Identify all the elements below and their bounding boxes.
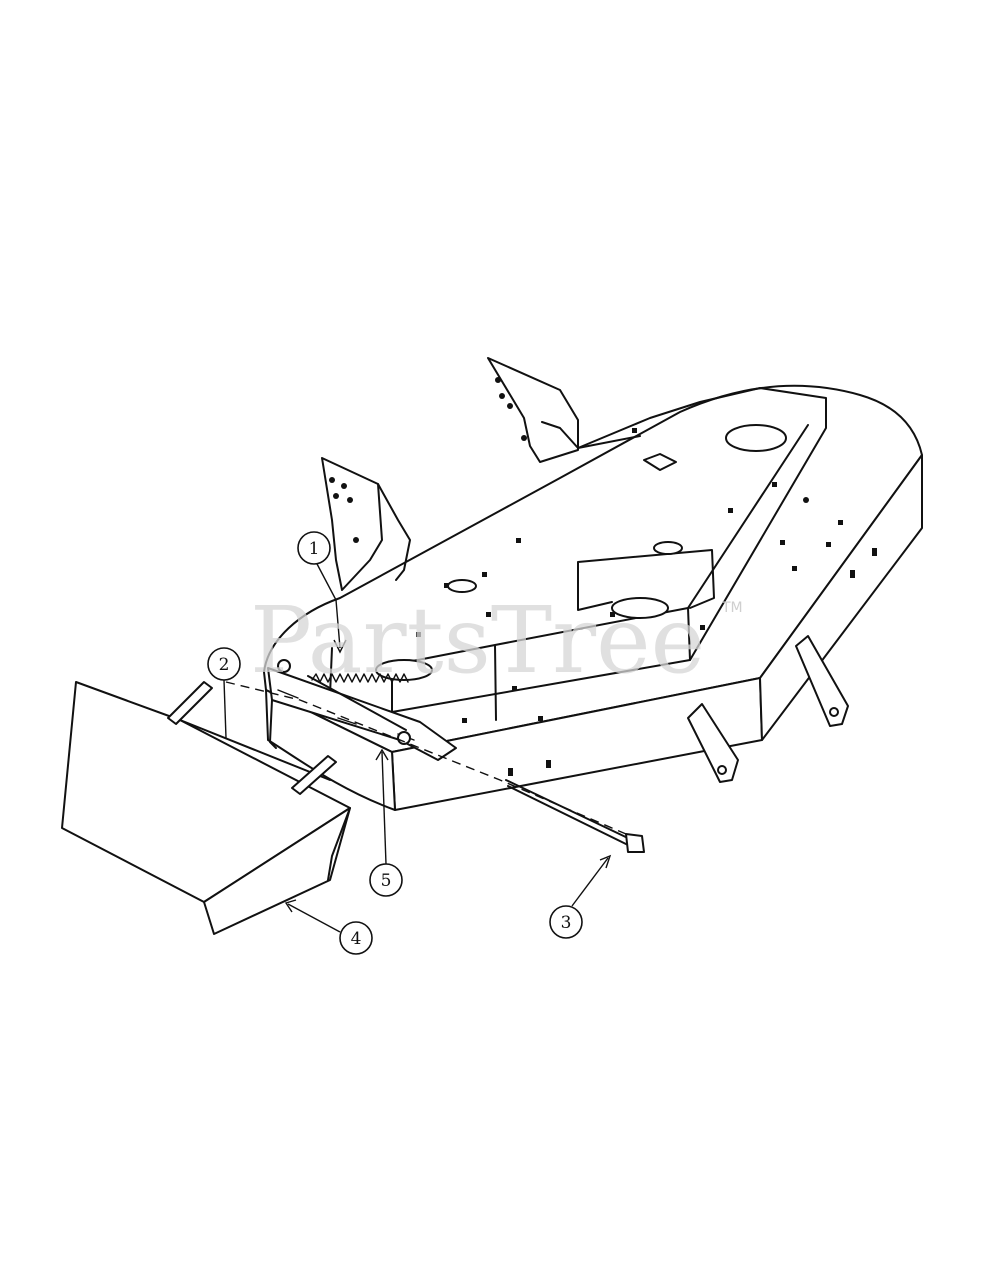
callout-2: 2 [207, 647, 241, 739]
lift-arm-right [795, 635, 849, 727]
bracket-holes [329, 377, 809, 543]
hinge-rod-shaft [505, 779, 633, 847]
deck-right-skirt [759, 454, 923, 741]
hinge-rod-head [625, 833, 645, 853]
watermark-trademark: TM [721, 600, 743, 616]
hinge-rod [225, 681, 645, 853]
discharge-deflector [61, 681, 351, 935]
hinge-eye-left [277, 659, 291, 673]
rear-bracket-left-strap [377, 483, 411, 581]
deck-left-skirt [265, 689, 396, 811]
deck-inner-step [577, 549, 715, 611]
callout-4: 4 [284, 899, 373, 955]
deflector-side-fold [327, 807, 351, 881]
chute-hinge-assembly [267, 659, 457, 761]
callout-5-label: 5 [381, 871, 392, 891]
spindle-opening-center [611, 597, 669, 619]
lift-arm-front-hole [717, 765, 727, 775]
spindle-opening-left [375, 659, 433, 681]
callout-4-label: 4 [351, 929, 362, 949]
watermark-text: PartsTree [250, 587, 705, 694]
belt-guide-clip [643, 453, 677, 471]
deflector-hinge-edge [179, 719, 331, 781]
partstree-watermark: PartsTree TM [250, 587, 743, 694]
deck-top-surface [263, 384, 923, 753]
callout-3-label: 3 [561, 913, 572, 933]
deflector-spring-outline [307, 675, 407, 731]
deflector-hinge-pin-left [167, 681, 213, 725]
callout-3: 3 [549, 854, 612, 939]
rear-bracket-left [321, 457, 383, 591]
callout-2-label: 2 [219, 655, 230, 675]
deck-inner-frame-front [391, 424, 809, 721]
callout-5: 5 [369, 748, 403, 897]
deflector-torsion-spring [311, 673, 409, 683]
callout-1: 1 [297, 531, 347, 654]
rear-bracket-right [487, 357, 579, 463]
lift-arm-right-hole [829, 707, 839, 717]
mower-deck [263, 357, 923, 811]
spindle-opening-right [725, 424, 787, 452]
rear-bracket-right-strap [541, 421, 641, 449]
lift-arm-front [687, 703, 739, 783]
deflector-front-lip [203, 807, 351, 935]
spindle-opening-mid [653, 541, 683, 555]
deflector-hinge-pin-right [291, 755, 337, 795]
deflector-spring-leg [269, 699, 277, 749]
callout-1-label: 1 [309, 539, 320, 559]
deck-mount-holes [416, 428, 877, 776]
